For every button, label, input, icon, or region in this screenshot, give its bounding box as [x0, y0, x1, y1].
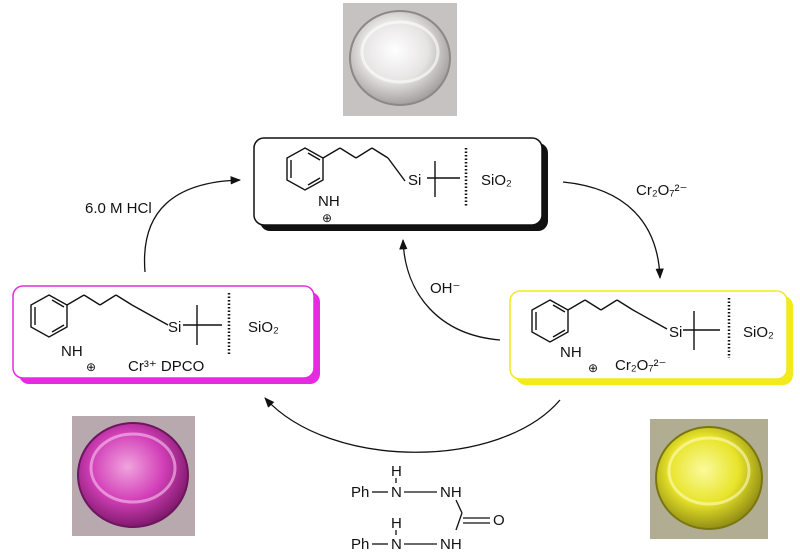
o-label: O [493, 512, 505, 529]
arrow-right-to-top [399, 238, 501, 341]
sio2-label: SiO₂ [248, 319, 279, 336]
si-label: Si [168, 319, 181, 336]
photo-yellow-solution [650, 419, 768, 539]
h-label-top: H [391, 463, 402, 480]
state-box-right: NH ⊕ Si SiO₂ Cr₂O₇²⁻ [509, 290, 793, 385]
nh-label: NH [560, 344, 582, 361]
si-label: Si [408, 172, 421, 189]
si-label: Si [669, 324, 682, 341]
pyridinium-ring [30, 294, 222, 345]
phenyl-label-top: Ph [351, 484, 369, 501]
arrow-top-to-right [562, 181, 664, 280]
pyridinium-ring [531, 299, 720, 350]
charge-label: ⊕ [322, 211, 332, 225]
charge-label: ⊕ [588, 361, 598, 375]
charge-label: ⊕ [86, 360, 96, 374]
sio2-label: SiO₂ [743, 324, 774, 341]
arrow-right-to-left [264, 397, 561, 453]
diphenylcarbazide-structure: Ph N H NH O Ph N H NH [351, 463, 505, 553]
nh-label-bottom: NH [440, 536, 462, 553]
photo-pink-solution [72, 416, 195, 536]
nh-label: NH [318, 193, 340, 210]
nh-label: NH [61, 343, 83, 360]
state-box-top: NH ⊕ Si SiO₂ [253, 137, 548, 231]
sio2-label: SiO₂ [481, 172, 512, 189]
arrow-left-to-top [143, 176, 242, 273]
pyridinium-ring [286, 147, 460, 197]
reagent-hcl: 6.0 M HCl [85, 200, 152, 217]
reagent-hydroxide: OH⁻ [430, 280, 460, 297]
n-label-top: N [391, 484, 402, 501]
reagent-dichromate: Cr₂O₇²⁻ [636, 182, 687, 199]
h-label-bottom: H [391, 515, 402, 532]
state-box-left: NH ⊕ Si SiO₂ Cr³⁺ DPCO [12, 285, 320, 384]
nh-label-top: NH [440, 484, 462, 501]
n-label-bottom: N [391, 536, 402, 553]
phenyl-label-bottom: Ph [351, 536, 369, 553]
counter-ion-label: Cr₂O₇²⁻ [615, 357, 666, 374]
photo-clear-solution [343, 3, 457, 116]
counter-ion-label: Cr³⁺ DPCO [128, 358, 204, 375]
